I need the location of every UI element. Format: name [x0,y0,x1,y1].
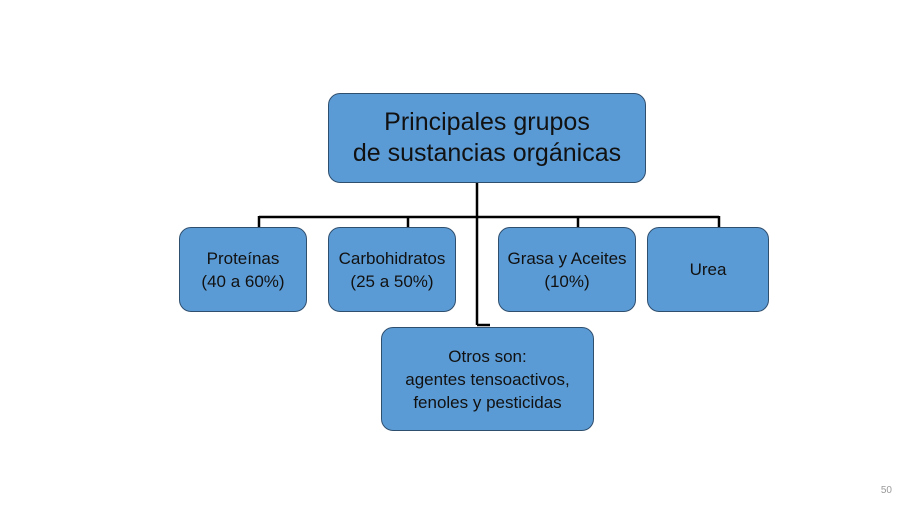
node-label: Proteínas [206,248,280,268]
root-node: Principales grupos de sustancias orgánic… [328,93,646,183]
node-label: Urea [689,260,727,279]
node-otros: Otros son: agentes tensoactivos, fenoles… [381,327,594,431]
root-line-2: de sustancias orgánicas [352,139,622,167]
node-value: (10%) [544,271,590,291]
root-line-1: Principales grupos [384,108,590,136]
node-carbohidratos: Carbohidratos (25 a 50%) [328,227,456,312]
node-proteinas: Proteínas (40 a 60%) [179,227,307,312]
node-label: Carbohidratos [338,248,446,268]
node-value: (25 a 50%) [350,271,434,291]
node-value: (40 a 60%) [201,271,285,291]
node-label: Grasa y Aceites [507,248,627,268]
page-number: 50 [880,485,892,496]
node-grasas-aceites: Grasa y Aceites (10%) [498,227,636,312]
node-line-3: fenoles y pesticidas [413,392,562,412]
node-line-2: agentes tensoactivos, [405,369,570,389]
node-line-1: Otros son: [448,346,527,366]
node-urea: Urea [647,227,769,312]
